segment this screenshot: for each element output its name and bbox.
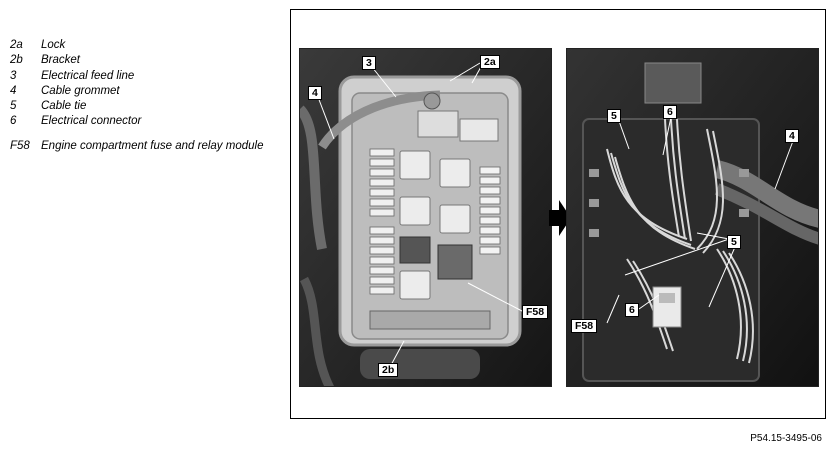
legend: 2a Lock 2b Bracket 3 Electrical feed lin… — [10, 38, 280, 154]
legend-code: 5 — [10, 100, 17, 113]
legend-item-f58: F58 Engine compartment fuse and relay mo… — [10, 139, 280, 154]
legend-code: 3 — [10, 69, 17, 82]
callout-4: 4 — [308, 86, 322, 100]
callout-6-top: 6 — [663, 105, 677, 119]
legend-text: Cable grommet — [41, 84, 120, 97]
legend-item-3: 3 Electrical feed line — [10, 69, 280, 84]
legend-code: 2b — [10, 54, 23, 67]
legend-text: Electrical connector — [41, 115, 142, 128]
callout-5-mid: 5 — [727, 235, 741, 249]
callout-5-top: 5 — [607, 109, 621, 123]
right-photo: 5 6 4 5 F58 6 — [566, 48, 819, 387]
legend-code: 6 — [10, 115, 17, 128]
module-wiring-illustration — [567, 49, 818, 386]
callout-2b: 2b — [378, 363, 399, 377]
figure-frame: 3 2a 4 F58 2b — [290, 9, 826, 419]
callout-f58: F58 — [571, 319, 598, 333]
legend-code: 2a — [10, 39, 23, 51]
legend-text: Lock — [41, 39, 66, 51]
right-arrow-icon — [549, 200, 571, 236]
callout-2a: 2a — [480, 55, 500, 69]
legend-item-6: 6 Electrical connector — [10, 114, 280, 129]
legend-item-4: 4 Cable grommet — [10, 84, 280, 99]
legend-text: Engine compartment fuse and relay module — [41, 139, 264, 152]
callout-f58: F58 — [522, 305, 549, 319]
legend-item-5: 5 Cable tie — [10, 99, 280, 114]
legend-item-2a: 2a Lock — [10, 38, 280, 53]
legend-text: Electrical feed line — [41, 69, 135, 82]
callout-3: 3 — [362, 56, 376, 70]
callout-4: 4 — [785, 129, 799, 143]
reference-code: P54.15-3495-06 — [750, 433, 822, 444]
left-photo: 3 2a 4 F58 2b — [299, 48, 552, 387]
legend-text: Bracket — [41, 54, 80, 67]
callout-6-bottom: 6 — [625, 303, 639, 317]
legend-code: F58 — [10, 139, 30, 152]
legend-text: Cable tie — [41, 100, 87, 113]
fuse-module-illustration — [300, 49, 551, 386]
legend-code: 4 — [10, 84, 17, 97]
legend-item-2b: 2b Bracket — [10, 53, 280, 68]
